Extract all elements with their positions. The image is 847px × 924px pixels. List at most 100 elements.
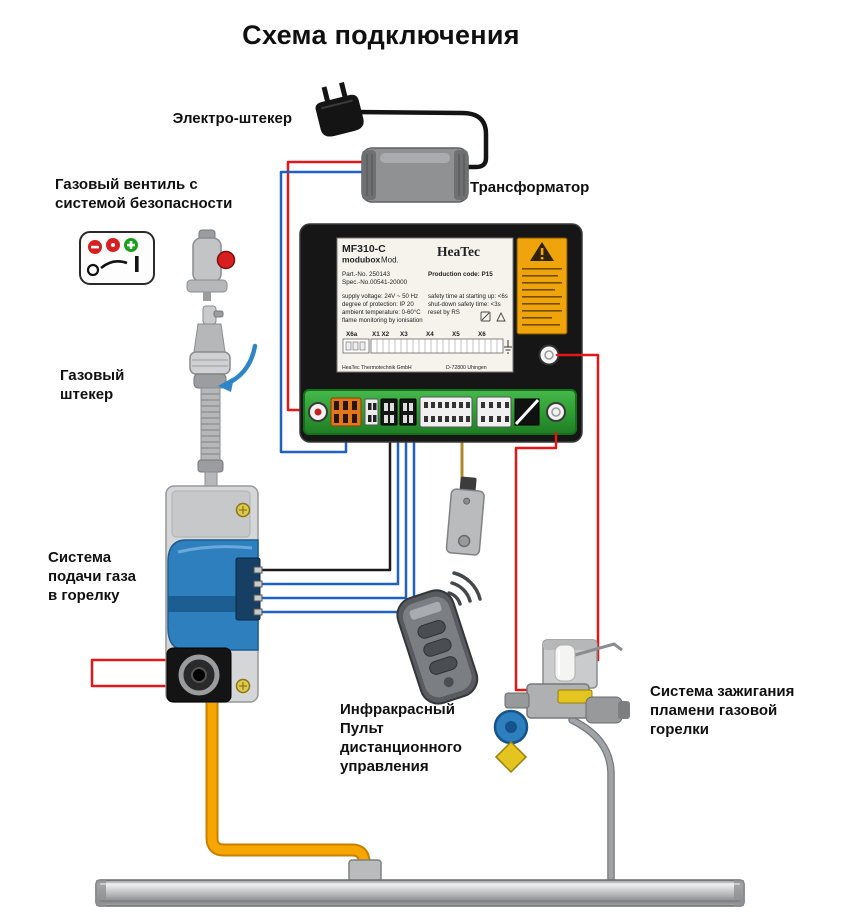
recycle-icon <box>496 311 506 322</box>
valve-cylinder <box>585 696 623 724</box>
mod-text: Mod. <box>381 256 399 265</box>
warning-label <box>516 237 568 335</box>
strip-terminal-right <box>546 402 566 422</box>
label-line: Система <box>48 549 112 566</box>
label-line: подачи газа <box>48 567 136 585</box>
label-line: горелки <box>650 720 709 738</box>
label-line: Газовый вентиль с <box>55 176 198 193</box>
wire-red-solenoid-loop <box>90 658 168 688</box>
spec-line: shut-down safety time: <3s <box>428 301 501 308</box>
blue-knob-center <box>505 721 517 733</box>
remote-button <box>429 656 458 675</box>
spec-line: ambient temperature: 0-60°C <box>342 309 421 316</box>
solenoid <box>166 647 232 703</box>
connector-white-small <box>364 398 379 426</box>
cable-ignition-gray <box>569 717 614 889</box>
model-text: MF310-C <box>342 243 386 255</box>
label-line: Электро-штекер <box>172 110 292 127</box>
label-line: Система зажигания <box>650 683 795 700</box>
wire-blue-2 <box>258 428 408 600</box>
label-electro-plug: Электро-штекер <box>120 110 292 129</box>
on-position-icon <box>135 256 139 272</box>
rotation-arrow-icon <box>218 343 258 392</box>
valve-red-button-icon <box>216 250 236 270</box>
wire-red-ignition-2 <box>514 431 558 692</box>
info-panel: MF310-C modubox Mod. HeaTec Part.-No. 25… <box>336 237 514 373</box>
connector-black-1 <box>380 398 398 426</box>
wire-blue-power <box>279 170 366 454</box>
footer-right-text: D-72800 Uhingen <box>446 365 487 371</box>
series-text: modubox <box>342 255 381 265</box>
label-gas-valve: Газовый вентиль с системой безопасности <box>55 176 232 214</box>
remote-window <box>409 601 442 620</box>
screw-icon <box>235 678 251 694</box>
orange-terminal-block <box>330 397 362 427</box>
connector-white-2 <box>476 396 512 428</box>
remote-button <box>423 638 452 657</box>
label-gas-supply: Система подачи газа в горелку <box>48 549 136 606</box>
spec-line: degree of protection: IP 20 <box>342 301 414 308</box>
terminal-label: X4 <box>426 331 434 338</box>
wire-blue-1 <box>258 428 400 586</box>
remote-control <box>396 589 479 705</box>
screw-icon <box>235 502 251 518</box>
remote-button <box>417 620 446 639</box>
connector-black-striped <box>514 398 540 426</box>
part-no-text: Part.-No. 250143 <box>342 271 390 278</box>
connector-black-2 <box>399 398 417 426</box>
ignition-system <box>493 639 630 774</box>
label-line: Трансформатор <box>470 179 590 196</box>
transformer <box>361 147 469 203</box>
spec-no-text: Spec.-No.00541-20000 <box>342 279 408 286</box>
switch-arc-icon <box>100 260 128 270</box>
label-line: управления <box>340 757 429 775</box>
power-plug-icon <box>315 82 364 137</box>
terminal-label: X3 <box>400 331 408 338</box>
terminal-x6a-box <box>342 338 370 354</box>
spec-line: safety time at starting up: <6s <box>428 293 508 300</box>
green-connector-strip <box>303 389 577 435</box>
terminal-label: X6 <box>478 331 486 338</box>
label-line: Газовый <box>60 367 125 384</box>
wire-black-control <box>258 428 392 572</box>
page-title: Схема подключения <box>242 20 520 50</box>
strip-terminal-right-inner <box>551 407 561 417</box>
flex-hose <box>197 387 224 489</box>
terminal-label: X6a <box>346 331 358 338</box>
label-line: дистанционного <box>340 738 462 756</box>
label-line: системой безопасности <box>55 194 233 212</box>
panel-terminal <box>538 344 560 366</box>
wires <box>90 109 615 890</box>
spec-line: flame monitoring by ionisation <box>342 317 423 324</box>
power-cable <box>353 109 489 170</box>
yellow-diamond-marker <box>494 740 528 774</box>
brand-logo: HeaTec <box>437 244 480 259</box>
terminal-main-strip <box>370 338 504 354</box>
strip-terminal-left-dot <box>314 408 322 416</box>
production-code-text: Production code: P15 <box>428 271 493 278</box>
ground-symbol-icon <box>504 340 512 354</box>
gas-supply-unit <box>165 485 263 703</box>
label-line: пламени газовой <box>650 701 778 719</box>
label-line: Пульт <box>340 719 384 737</box>
connector-wide-white <box>419 396 473 428</box>
ignition-electrode <box>574 642 623 657</box>
label-line: в горелку <box>48 586 120 604</box>
control-unit: MF310-C modubox Mod. HeaTec Part.-No. 25… <box>299 223 583 443</box>
spec-line: reset by RS <box>428 309 460 316</box>
gas-pipe <box>205 690 371 876</box>
ir-waves-icon <box>447 571 482 606</box>
burner <box>95 859 745 907</box>
terminal-label: X5 <box>452 331 460 338</box>
label-line: штекер <box>60 385 114 403</box>
pump-terminal-block <box>235 557 263 621</box>
label-transformer: Трансформатор <box>470 179 589 198</box>
terminal-label: X1 X2 <box>372 331 390 338</box>
label-gas-plug: Газовый штекер <box>60 367 124 405</box>
off-position-icon <box>86 263 100 277</box>
spec-line: supply voltage: 24V ~ 50 Hz <box>342 293 418 300</box>
footer-left-text: HeaTec Thermotechnik GmbH <box>342 365 412 371</box>
flame-sensor <box>445 476 485 556</box>
